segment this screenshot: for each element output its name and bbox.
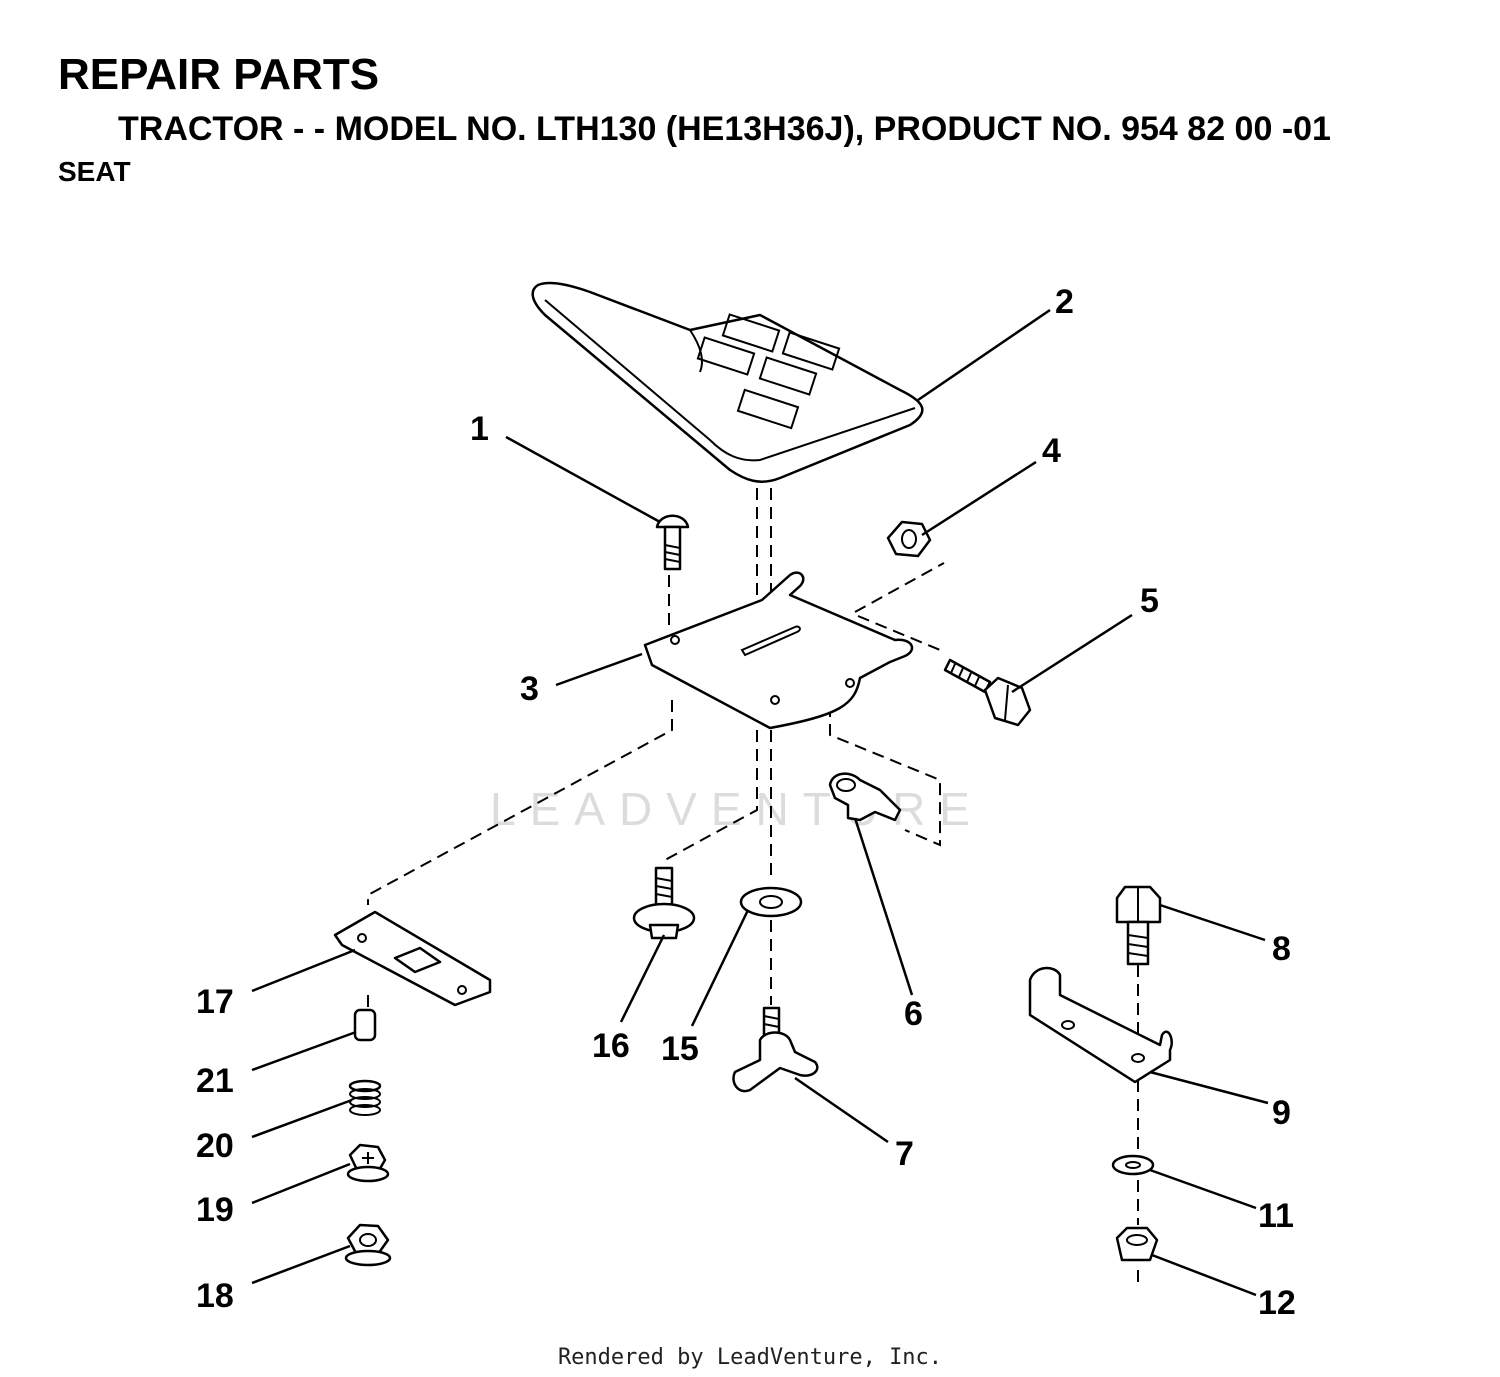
shoulder-bolt-part xyxy=(632,866,696,940)
section-title: SEAT xyxy=(58,156,131,187)
assembly-lines xyxy=(367,488,1139,1282)
footer-credit: Rendered by LeadVenture, Inc. xyxy=(557,1345,943,1370)
callout-12: 12 xyxy=(1258,1284,1296,1322)
model-subtitle: TRACTOR - - MODEL NO. LTH130 (HE13H36J),… xyxy=(118,110,1331,148)
knob-part xyxy=(732,1006,819,1093)
callout-4: 4 xyxy=(1042,432,1061,470)
spring-part xyxy=(348,1079,382,1116)
lock-nut-part xyxy=(344,1223,392,1267)
nylock-nut-part xyxy=(1115,1226,1159,1262)
callout-8: 8 xyxy=(1272,930,1291,968)
callout-16: 16 xyxy=(592,1027,630,1065)
seat-part xyxy=(531,281,924,483)
callout-2: 2 xyxy=(1055,283,1074,321)
small-washer-part xyxy=(1111,1154,1155,1176)
callout-6: 6 xyxy=(904,995,923,1033)
seat-bracket-part xyxy=(643,571,914,730)
callout-9: 9 xyxy=(1272,1094,1291,1132)
flange-nut-part xyxy=(346,1143,390,1183)
callout-labels: 1 2 3 4 5 6 7 8 9 11 12 15 16 17 18 19 2… xyxy=(196,283,1296,1322)
hex-bolt-part xyxy=(943,658,1032,727)
slide-plate-part xyxy=(333,910,492,1007)
callout-17: 17 xyxy=(196,983,234,1021)
callout-15: 15 xyxy=(661,1030,699,1068)
callout-21: 21 xyxy=(196,1062,234,1100)
callout-20: 20 xyxy=(196,1127,234,1165)
callout-19: 19 xyxy=(196,1191,234,1229)
hex-bolt-vertical-part xyxy=(1115,885,1162,966)
hex-nut-part xyxy=(886,520,932,558)
leader-lines xyxy=(251,308,1269,1297)
callout-1: 1 xyxy=(470,410,489,448)
carriage-bolt-part xyxy=(655,514,690,571)
callout-7: 7 xyxy=(895,1135,914,1173)
callout-11: 11 xyxy=(1258,1197,1294,1235)
callout-5: 5 xyxy=(1140,582,1159,620)
watermark: LEADVENTURE xyxy=(490,783,984,835)
callout-3: 3 xyxy=(520,670,539,708)
pin-part xyxy=(353,1008,377,1042)
page-title: REPAIR PARTS xyxy=(58,50,380,99)
washer-part xyxy=(739,886,803,918)
callout-18: 18 xyxy=(196,1277,234,1315)
clip-part xyxy=(828,772,902,822)
angle-bracket-part xyxy=(1028,966,1173,1084)
